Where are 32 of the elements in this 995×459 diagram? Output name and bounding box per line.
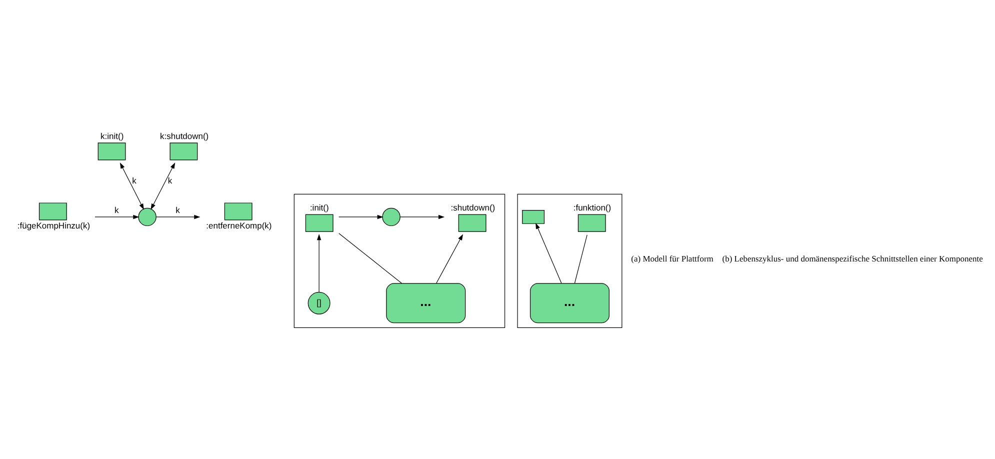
node-label: :fügeKompHinzu(k) xyxy=(17,220,90,230)
arrow xyxy=(338,214,384,219)
node-box xyxy=(522,209,545,224)
arrow xyxy=(536,222,562,284)
node-label: k:init() xyxy=(100,130,124,140)
node-circle: [] xyxy=(308,291,330,314)
node-circle xyxy=(138,207,156,226)
node-label: :entferneKomp(k) xyxy=(206,220,272,230)
arrow xyxy=(436,234,463,284)
cluster xyxy=(294,193,506,328)
arrow xyxy=(120,162,144,210)
connector xyxy=(574,234,588,284)
label: (b) Lebenszyklus- und domänenspezifische Schnittstellen einer Komponente xyxy=(722,252,983,263)
node-label: :funktion() xyxy=(573,202,612,212)
edge-label: k xyxy=(168,174,172,185)
connector xyxy=(338,232,402,284)
arrow xyxy=(94,214,140,219)
node-box: ... xyxy=(530,282,610,323)
node-label: :shutdown() xyxy=(450,202,496,212)
edge-label: k xyxy=(176,204,180,214)
node-box: ... xyxy=(386,282,466,323)
node-label: k:shutdown() xyxy=(160,130,209,140)
arrow xyxy=(150,162,176,210)
cluster xyxy=(517,193,622,328)
node-circle xyxy=(382,207,400,226)
edge-label: k xyxy=(114,204,119,214)
label: (a) Modell für Plattform xyxy=(631,252,714,263)
arrow xyxy=(156,214,200,219)
node-label: :init() xyxy=(310,202,329,212)
arrow xyxy=(400,214,445,219)
arrow xyxy=(316,234,322,292)
edge-label: k xyxy=(132,174,136,185)
